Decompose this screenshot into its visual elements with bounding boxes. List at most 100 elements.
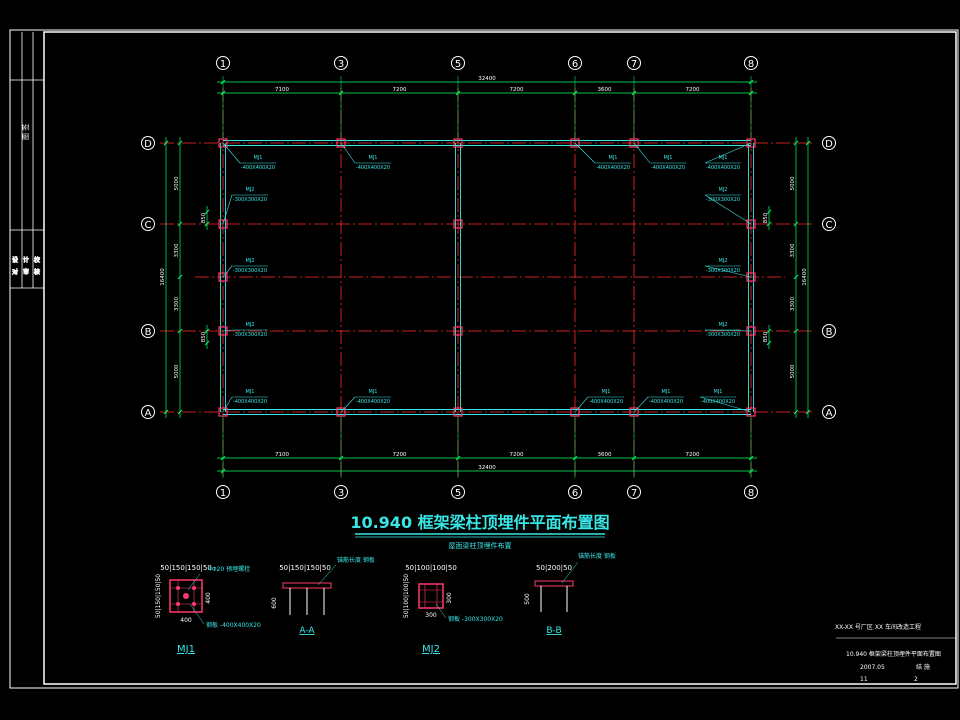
sub-title: 屋面梁柱顶埋件布置 [449,541,512,550]
grid-bubble [744,485,758,499]
mj1-height: 400 [205,592,212,604]
embed-spec: -300X300X20 [706,197,740,203]
title-block-total: 2 [914,676,918,683]
dimension-tick [805,409,811,415]
grid-bubble [216,485,230,499]
grid-bubble-label: 5 [455,59,461,70]
grid-bubble [568,485,582,499]
embed-annotations: MJ1-400X400X20MJ1-400X400X20MJ1-400X400X… [222,142,752,413]
title-block-project: XX-XX 号厂区 XX 车间改造工程 [835,623,921,631]
dimension-label: 7200 [510,87,524,93]
grid-bubble-label: C [826,220,833,231]
title-block-stage: 结 施 [916,663,930,671]
dimension-tick [163,409,169,415]
dimension-tick [204,221,210,227]
grid-bubble-label: 7 [631,59,637,70]
embed-spec: -300X300X20 [706,332,740,338]
detail-bb: 50|200|50 锚筋长度 钢板 500 B-B [524,552,616,636]
embed-spec: -300X300X20 [706,268,740,274]
sidebar-label: 计 [23,256,29,264]
grid-bubble-label: 3 [338,488,344,499]
detail-aa: 50|150|150|50 锚筋长度 钢板 600 A-A [271,556,375,636]
dimension-label: 3300 [174,297,180,311]
dimension-label: 16400 [160,268,166,286]
dimension-label: 7200 [686,452,700,458]
embed-spec: -400X400X20 [706,165,740,171]
mj1-note-bottom: 钢板 -400X400X20 [206,621,261,629]
embed-spec: -300X300X20 [233,332,267,338]
embed-spec: -400X400X20 [701,399,735,405]
embed-leader [633,396,649,413]
grid-bubble-label: A [145,408,152,419]
column-marker [218,138,228,148]
embed-leader [222,194,233,225]
dimension-tick [177,221,183,227]
embed-label: MJ1 [714,389,723,395]
embed-label: MJ1 [602,389,611,395]
dimension-tick [177,409,183,415]
dimension-label: 850 [201,212,207,223]
dimension-label: 850 [201,331,207,342]
column-marker [453,138,463,148]
dimension-tick [204,209,210,215]
dimension-label: 3600 [598,87,612,93]
sidebar-labels: 设计校对审核 [12,256,41,277]
dimension-label: 850 [763,212,769,223]
embed-spec: -400X400X20 [233,399,267,405]
column-marker [746,138,756,148]
embed-label: MJ2 [719,258,728,264]
embed-label: MJ2 [246,187,255,193]
grid-axes [160,88,815,478]
grid-bubble [822,136,836,150]
grid-bubble-label: D [144,139,152,150]
dimension-label: 7200 [393,452,407,458]
embed-spec: -400X400X20 [596,165,630,171]
mj1-side-dims: 50|150|150|50 [155,574,162,618]
embed-spec: -300X300X20 [233,197,267,203]
dimension-label: 7200 [686,87,700,93]
embed-spec: -400X400X20 [589,399,623,405]
bb-top-dims: 50|200|50 [536,564,572,572]
drawing-title: 10.940 框架梁柱顶埋件平面布置图 屋面梁柱顶埋件布置 [350,513,609,550]
sidebar-label: 设 [12,256,18,264]
dimension-tick [766,328,772,334]
grid-bubble [822,217,836,231]
sidebar-label: 对 [12,268,18,276]
dimension-tick [204,328,210,334]
embed-leader [222,329,233,332]
mj2-height: 300 [446,592,453,604]
dimension-label: 850 [763,331,769,342]
grid-bubble [627,485,641,499]
dimension-label: 5000 [790,364,796,378]
aa-depth: 600 [271,597,278,609]
mj1-width: 400 [180,617,192,624]
embed-label: MJ2 [246,258,255,264]
column-marker [629,138,639,148]
embed-leader [704,194,752,225]
grid-bubble-label: B [145,327,152,338]
embed-leader [704,142,752,164]
dimension-label: 5000 [174,176,180,190]
sidebar-label: 校 [34,256,40,264]
dimension-label: 3600 [598,452,612,458]
dimension-tick [177,140,183,146]
column-marker [218,272,228,282]
dimension-tick [793,221,799,227]
dimension-tick [793,409,799,415]
embed-leader [699,396,752,413]
grid-bubble-label: 7 [631,488,637,499]
embed-label: MJ1 [369,389,378,395]
column-marker [218,326,228,336]
embed-leader [340,142,356,164]
title-block: XX-XX 号厂区 XX 车间改造工程 10.940 框架梁柱顶埋件平面布置图 … [835,623,956,683]
column-marker [218,219,228,229]
embed-label: MJ1 [369,155,378,161]
grid-bubble [451,56,465,70]
grid-bubble-label: 5 [455,488,461,499]
grid-bubble-label: B [826,327,833,338]
embed-leader [574,142,596,164]
mj2-top-dims: 50|100|100|50 [405,564,457,572]
